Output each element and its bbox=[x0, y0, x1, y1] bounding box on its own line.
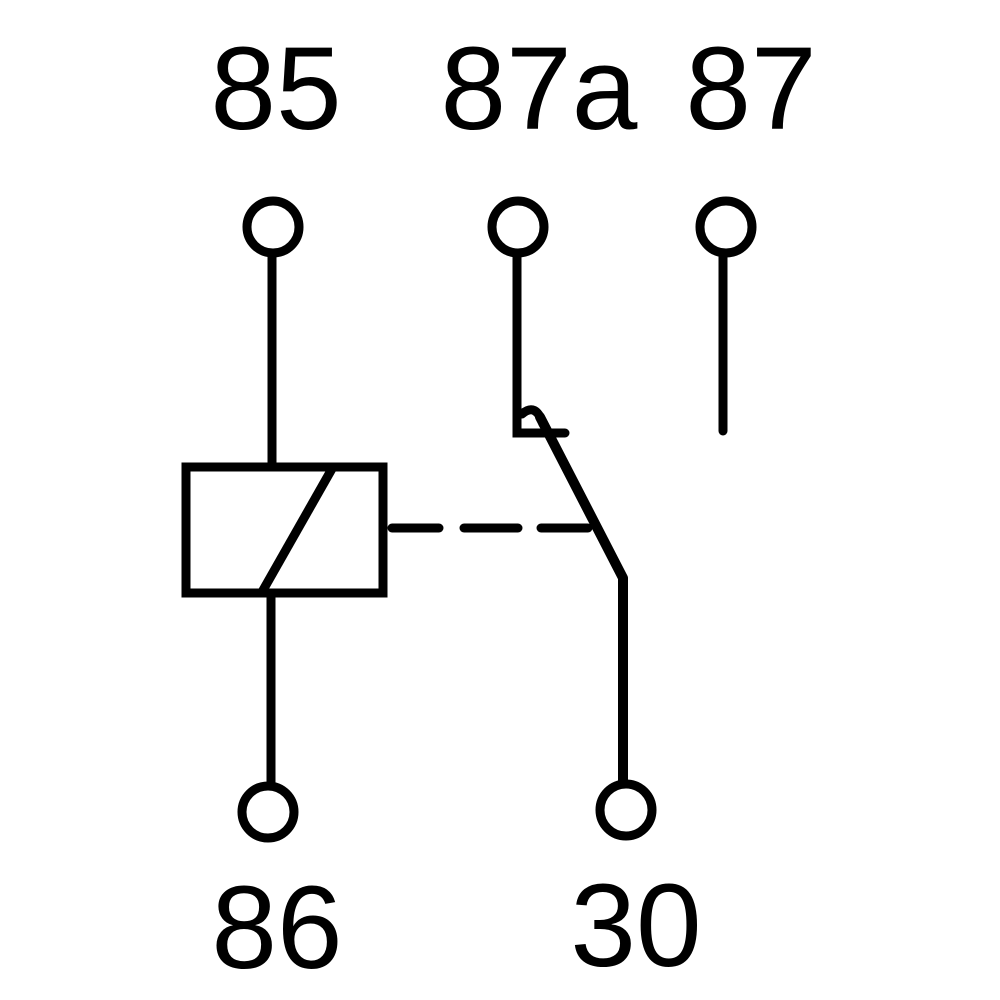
switch-arm-line bbox=[535, 412, 628, 787]
relay-coil bbox=[181, 462, 388, 598]
coil-diagonal bbox=[258, 464, 337, 595]
label-terminal-86: 86 bbox=[211, 862, 342, 994]
label-terminal-87a: 87a bbox=[441, 23, 638, 155]
labels-group: 85 87a 87 86 30 bbox=[210, 23, 816, 994]
terminal-circle-30 bbox=[595, 779, 657, 841]
terminal-circles-group bbox=[237, 196, 757, 843]
terminal-circle-86 bbox=[237, 781, 299, 843]
wires-group bbox=[266, 252, 728, 788]
terminal-circle-87 bbox=[695, 196, 757, 258]
label-terminal-30: 30 bbox=[570, 860, 701, 992]
label-terminal-85: 85 bbox=[210, 23, 341, 155]
label-terminal-87: 87 bbox=[685, 23, 816, 155]
terminal-circle-85 bbox=[242, 196, 304, 258]
switch-arm bbox=[517, 405, 628, 787]
coil-box bbox=[181, 462, 388, 598]
switch-arm-hook bbox=[517, 405, 548, 429]
terminal-circle-87a bbox=[487, 196, 549, 258]
wire-87a-contact bbox=[512, 252, 570, 438]
